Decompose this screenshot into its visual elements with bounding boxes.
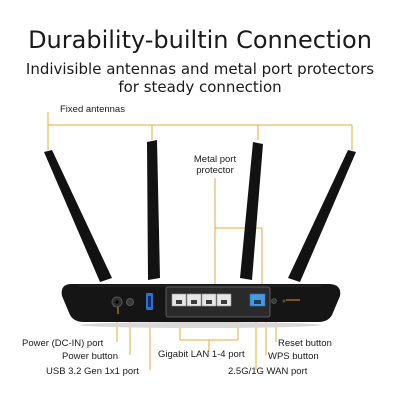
label-power-button: Power button: [62, 351, 118, 362]
label-metal-port-protector-line-2: protector: [196, 165, 234, 176]
label-fixed-antennas: Fixed antennas: [60, 104, 125, 115]
label-reset-button: Reset button: [278, 338, 332, 349]
label-gigabit-lan: Gigabit LAN 1-4 port: [158, 349, 245, 360]
antenna-3: [240, 142, 263, 280]
label-usb-port: USB 3.2 Gen 1x1 port: [46, 366, 139, 377]
antennas: [44, 140, 356, 282]
page-title: Durability-builtin Connection: [28, 26, 372, 54]
label-wan-port: 2.5G/1G WAN port: [228, 366, 308, 377]
power-button: [126, 298, 134, 306]
ports: [111, 293, 286, 310]
label-metal-port-protector: Metal port protector: [183, 154, 247, 176]
label-power-dc-in-port: Power (DC-IN) port: [22, 338, 104, 349]
label-wps-button: WPS button: [268, 351, 319, 362]
subtitle: Indivisible antennas and metal port prot…: [0, 60, 400, 96]
label-metal-port-protector-line-1: Metal port: [193, 154, 237, 165]
antenna-4: [288, 150, 356, 282]
antenna-2: [147, 140, 160, 280]
subtitle-line-2: for steady connection: [118, 78, 282, 96]
subtitle-line-1: Indivisible antennas and metal port prot…: [25, 60, 375, 78]
wps-button: [271, 298, 277, 304]
reset-button: [282, 299, 286, 303]
antenna-1: [44, 150, 112, 282]
